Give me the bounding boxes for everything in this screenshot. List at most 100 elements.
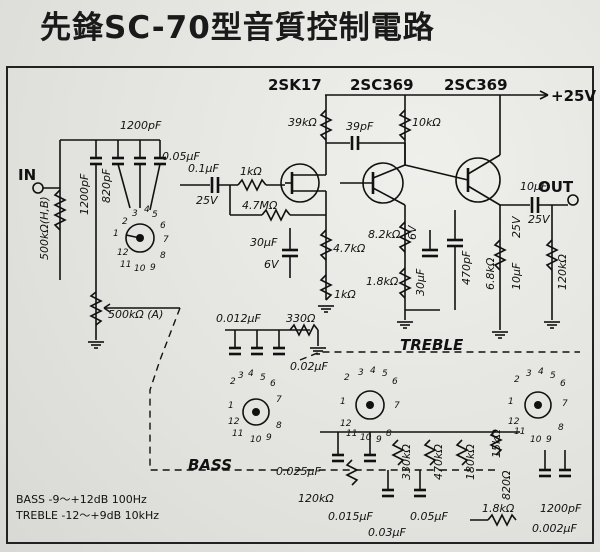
svg-text:3: 3 xyxy=(526,369,532,379)
page-title: 先鋒SC-70型音質控制電路 xyxy=(40,10,435,46)
cap-10uf-2: 10μF xyxy=(510,262,523,290)
cap-10uf-out: 10μF xyxy=(520,180,548,193)
output-jack xyxy=(567,194,579,206)
cap-30uf-2: 30μF xyxy=(414,268,427,296)
schematic-frame xyxy=(6,66,594,544)
transistor-label-2: 2SC369 xyxy=(350,76,414,94)
pot-500k-a-label: 500kΩ (A) xyxy=(108,308,163,321)
cap-10uf-out-voltage: 25V xyxy=(528,213,551,226)
transistor-label-3: 2SC369 xyxy=(444,76,508,94)
svg-text:2: 2 xyxy=(122,217,128,227)
res-82k: 8.2kΩ xyxy=(368,228,401,241)
svg-text:9: 9 xyxy=(266,433,272,443)
svg-text:8: 8 xyxy=(558,423,564,433)
svg-text:6: 6 xyxy=(392,377,398,387)
spec-bass: BASS -9～+12dB 100Hz xyxy=(16,493,147,506)
res-180k: 180kΩ xyxy=(464,444,477,480)
output-label: OUT xyxy=(538,178,574,196)
cap-0002uf: 0.002μF xyxy=(532,522,577,535)
cap-470pf: 470pF xyxy=(460,250,473,285)
svg-text:12: 12 xyxy=(228,417,240,427)
svg-text:4: 4 xyxy=(538,367,544,377)
cap-820pf: 820pF xyxy=(100,168,113,203)
svg-text:1: 1 xyxy=(508,397,514,407)
res-18k: 1.8kΩ xyxy=(366,275,399,288)
svg-text:11: 11 xyxy=(346,429,357,439)
res-47m: 4.7MΩ xyxy=(242,199,278,212)
svg-text:7: 7 xyxy=(394,401,400,411)
svg-text:10: 10 xyxy=(134,264,146,274)
svg-text:2: 2 xyxy=(514,375,520,385)
svg-text:3: 3 xyxy=(238,371,244,381)
svg-text:8: 8 xyxy=(386,429,392,439)
svg-text:1: 1 xyxy=(113,229,119,239)
supply-label: +25V xyxy=(551,87,596,105)
svg-text:9: 9 xyxy=(546,435,552,445)
res-120k-b: 120kΩ xyxy=(298,492,334,505)
bass-label: BASS xyxy=(188,456,232,474)
svg-text:2: 2 xyxy=(344,373,350,383)
svg-text:5: 5 xyxy=(260,373,266,383)
svg-text:3: 3 xyxy=(132,209,138,219)
svg-text:12: 12 xyxy=(508,417,520,427)
res-1k-source: 1kΩ xyxy=(334,288,356,301)
svg-text:10: 10 xyxy=(250,435,262,445)
svg-text:5: 5 xyxy=(152,210,158,220)
cap-0025uf: 0.025μF xyxy=(276,465,321,478)
res-120k: 120kΩ xyxy=(556,254,569,290)
fet-2sk17 xyxy=(280,163,320,203)
svg-text:7: 7 xyxy=(163,235,169,245)
svg-text:7: 7 xyxy=(276,395,282,405)
svg-text:7: 7 xyxy=(562,399,568,409)
res-68k: 6.8kΩ xyxy=(484,257,497,290)
cap-0012uf: 0.012μF xyxy=(216,312,261,325)
res-39k: 39kΩ xyxy=(288,116,317,129)
cap-39pf: 39pF xyxy=(346,120,374,133)
cap-1200pf-top: 1200pF xyxy=(120,119,162,132)
res-820: 820Ω xyxy=(500,470,513,500)
cap-10uf-2-voltage: 25V xyxy=(510,215,523,238)
svg-text:4: 4 xyxy=(248,369,254,379)
res-330k: 330kΩ xyxy=(400,444,413,480)
svg-text:3: 3 xyxy=(358,368,364,378)
svg-text:6: 6 xyxy=(270,379,276,389)
cap-01uf: 0.1μF xyxy=(188,162,219,175)
cap-002uf: 0.02μF xyxy=(290,360,328,373)
input-label: IN xyxy=(18,166,36,184)
cap-003uf: 0.03μF xyxy=(368,526,406,539)
input-jack xyxy=(32,182,44,194)
cap-1200pf-left: 1200pF xyxy=(78,173,91,215)
rotary-switch-4 xyxy=(524,391,552,419)
treble-label: TREBLE xyxy=(400,336,464,354)
svg-text:11: 11 xyxy=(232,429,243,439)
svg-text:8: 8 xyxy=(160,251,166,261)
svg-text:8: 8 xyxy=(276,421,282,431)
rotary-switch-3 xyxy=(355,390,385,420)
res-47k: 4.7kΩ xyxy=(333,242,366,255)
res-470k: 470kΩ xyxy=(432,444,445,480)
svg-text:6: 6 xyxy=(160,221,166,231)
svg-text:5: 5 xyxy=(382,369,388,379)
svg-text:1: 1 xyxy=(340,397,346,407)
pot-500k-hb-label: 500kΩ(H,B) xyxy=(38,196,51,260)
spec-treble: TREBLE -12～+9dB 10kHz xyxy=(16,509,160,522)
cap-1200pf-b: 1200pF xyxy=(540,502,582,515)
cap-30uf-voltage: 6V xyxy=(264,258,280,271)
svg-text:4: 4 xyxy=(370,366,376,376)
svg-text:10: 10 xyxy=(360,433,372,443)
cap-01uf-voltage: 25V xyxy=(196,194,219,207)
res-10k: 10kΩ xyxy=(412,116,441,129)
res-1k: 1kΩ xyxy=(240,165,262,178)
svg-text:11: 11 xyxy=(120,260,131,270)
res-15k: 15kΩ xyxy=(490,429,503,458)
transistor-label-1: 2SK17 xyxy=(268,76,322,94)
svg-text:12: 12 xyxy=(340,419,352,429)
res-330: 330Ω xyxy=(286,312,316,325)
cap-30uf: 30μF xyxy=(250,236,278,249)
svg-text:4: 4 xyxy=(144,205,150,215)
cap-0015uf: 0.015μF xyxy=(328,510,373,523)
cap-005uf: 0.05μF xyxy=(162,150,200,163)
svg-text:12: 12 xyxy=(117,248,129,258)
spec-block: BASS -9～+12dB 100Hz TREBLE -12～+9dB 10kH… xyxy=(16,492,159,524)
